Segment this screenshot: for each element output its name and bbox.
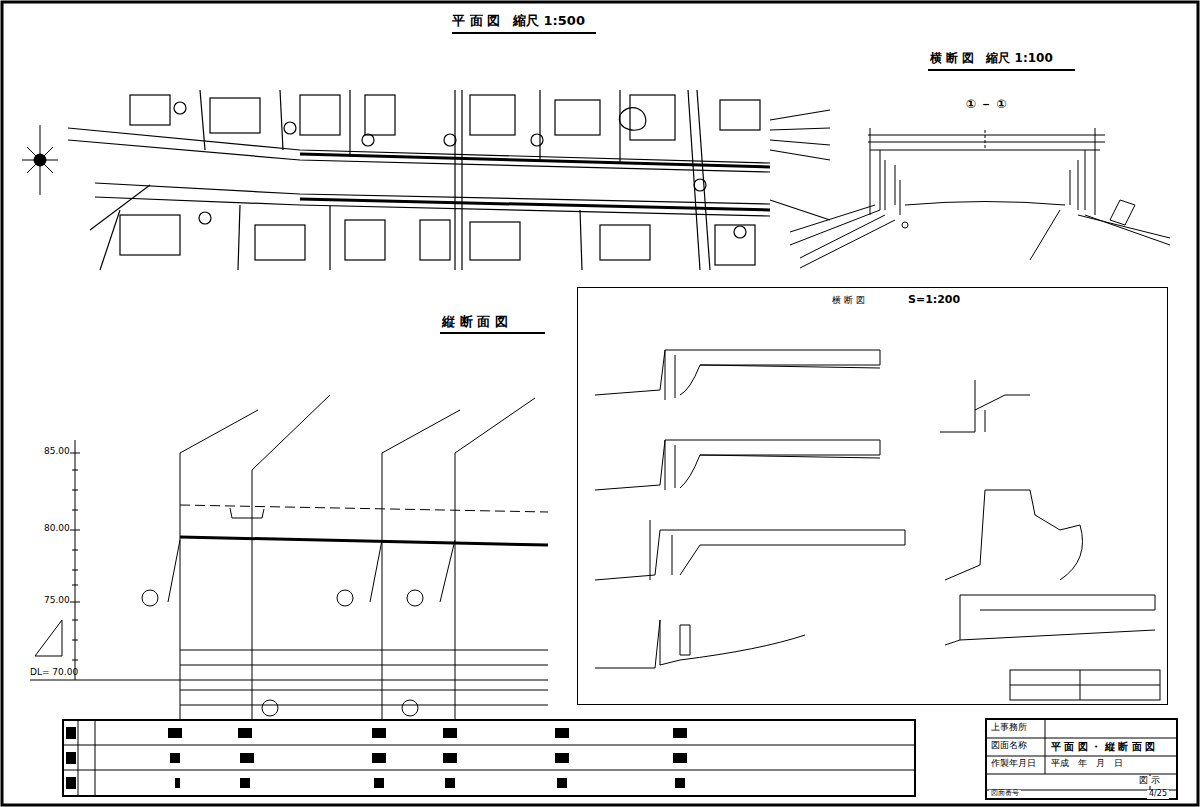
section-panel: 横 断 図 S=1:200 xyxy=(577,287,1168,705)
drawing-title: 平 面 図 縮尺 1:500 xyxy=(452,14,585,28)
title-underline xyxy=(928,69,1075,71)
node-text: 図面番号 xyxy=(989,790,1021,798)
data-table xyxy=(63,720,915,796)
node-text: 図面名称 xyxy=(989,741,1029,751)
north-arrow xyxy=(22,125,58,195)
node-text: 作製年月日 xyxy=(989,759,1038,769)
node-text: S=1:200 xyxy=(906,294,962,306)
node-text: 図 示 xyxy=(1137,776,1162,786)
axis-value: 85.00 xyxy=(44,447,70,457)
title-block-grid xyxy=(985,670,1178,790)
title-underline xyxy=(440,332,545,334)
profile xyxy=(30,395,548,720)
cross-section xyxy=(790,128,1170,268)
axis-value: 75.00 xyxy=(44,596,70,606)
node-text: 4/25 xyxy=(1147,790,1169,799)
axis-value: 80.00 xyxy=(44,524,70,534)
node-text: 上事務所 xyxy=(989,723,1029,733)
node-text: 平 面 図 ・ 縦 断 面 図 xyxy=(1049,741,1157,752)
drawing-title: 縦 断 面 図 xyxy=(442,315,508,329)
section-sketches xyxy=(595,350,1155,668)
axis-value: DL= 70.00 xyxy=(30,668,78,678)
drawing-title: 横 断 図 縮尺 1:100 xyxy=(930,52,1053,65)
title-underline xyxy=(452,32,596,34)
node-text: 横 断 図 xyxy=(830,296,867,306)
title-block: 上事務所図面名称 平 面 図 ・ 縦 断 面 図作製年月日 平成 年 月 日図 示図… xyxy=(985,718,1178,800)
plan-view xyxy=(68,90,830,270)
drawing-title: ① － ① xyxy=(966,98,1007,111)
node-text: 平成 年 月 日 xyxy=(1049,759,1125,769)
